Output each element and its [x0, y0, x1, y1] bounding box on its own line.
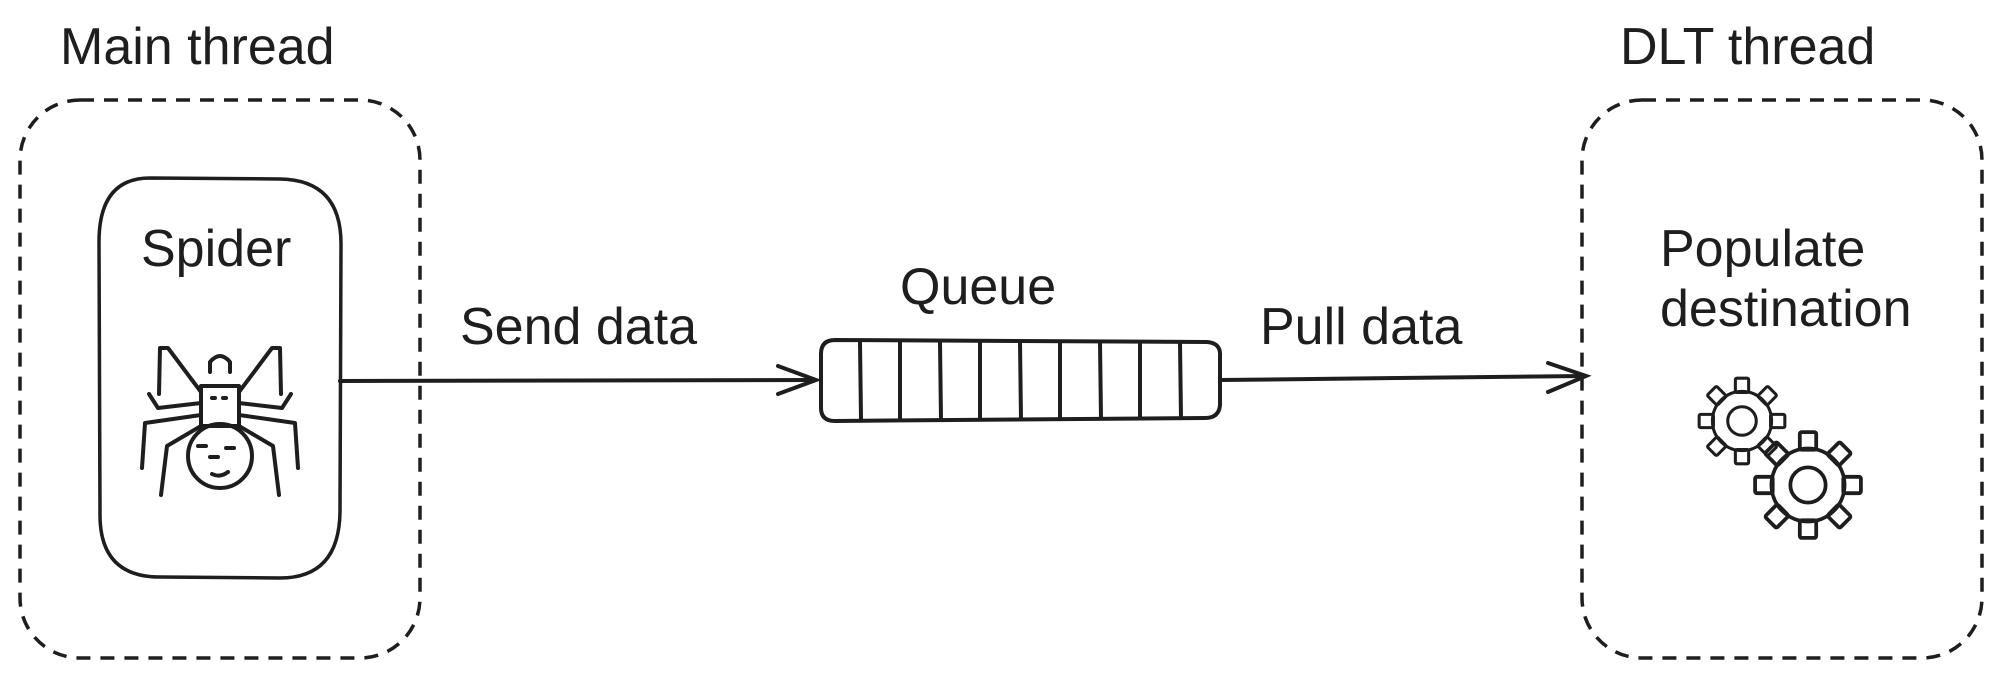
send-data-label: Send data	[460, 298, 698, 356]
queue-shape	[819, 338, 1223, 423]
populate-destination-label: Populate destination	[1660, 220, 1912, 340]
dlt-thread-container	[1580, 98, 1984, 660]
spider-icon	[140, 346, 300, 497]
queue-label: Queue	[900, 258, 1057, 316]
pull-data-arrow	[1218, 361, 1592, 394]
send-data-arrow	[338, 364, 822, 396]
main-thread-container	[18, 98, 422, 660]
populate-line-1: Populate	[1660, 220, 1866, 278]
pull-data-label: Pull data	[1260, 298, 1463, 356]
populate-line-2: destination	[1660, 279, 1912, 338]
gears-icon	[1697, 376, 1863, 540]
spider-box	[97, 176, 343, 580]
spider-label: Spider	[141, 220, 292, 278]
main-thread-title: Main thread	[60, 18, 335, 76]
dlt-thread-title: DLT thread	[1620, 18, 1876, 76]
